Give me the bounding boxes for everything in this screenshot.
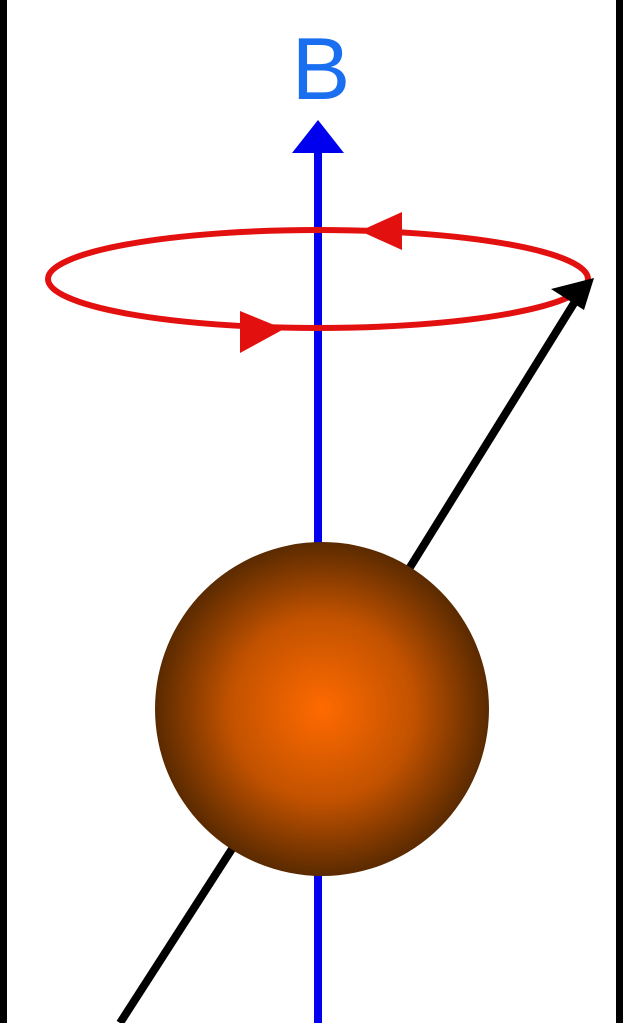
triangle-arrow-icon: [240, 311, 284, 353]
arrow-up-right-icon: [551, 278, 594, 310]
arrow-up-icon: [292, 120, 344, 153]
field-label: B: [292, 19, 351, 118]
triangle-arrow-icon: [360, 212, 402, 250]
precession-orbit: [45, 227, 591, 331]
particle-sphere: [155, 542, 489, 876]
